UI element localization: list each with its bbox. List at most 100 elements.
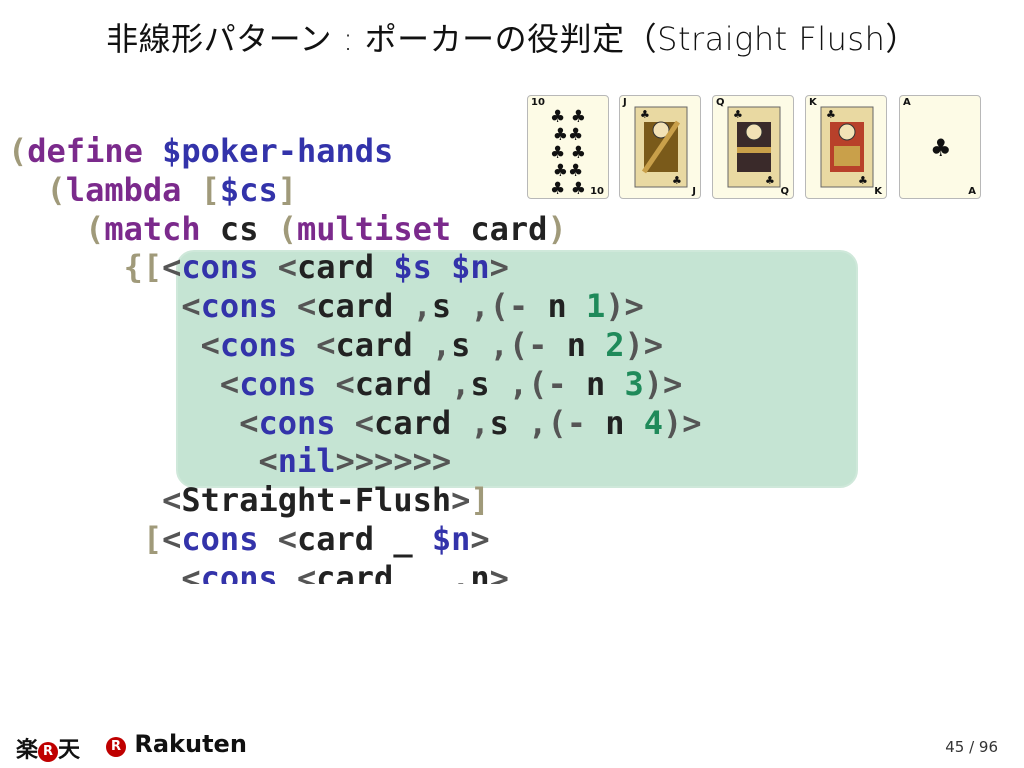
code-token [8,559,181,584]
code-token: ,(- [470,287,548,326]
svg-text:♣: ♣ [826,108,836,121]
code-token: s [451,326,490,364]
code-token [432,248,451,286]
code-token: card [335,326,432,364]
code-token: < [335,364,355,403]
code-token: card _ [296,520,432,558]
code-token [8,481,162,519]
code-token: multiset [296,209,452,248]
code-line: {[<cons <card $s $n> [8,248,509,286]
card-rank: 10 [590,186,604,197]
code-token: $n [451,248,490,287]
code-token: 4 [643,403,664,442]
code-token [316,365,335,403]
king-face-icon: ♣ ♣ [820,106,874,188]
code-token: ) [547,209,567,248]
code-token: lambda [65,170,182,209]
code-token: ,(- [489,326,567,364]
code-token: > [489,558,509,584]
logo-char: 天 [58,738,81,763]
code-token: < [162,248,182,287]
code-token [8,520,143,558]
code-token: n [470,558,490,584]
code-token: $poker-hands [162,132,394,170]
code-token: card [354,364,452,403]
code-token: n [566,326,606,364]
logo-char: 楽 [16,738,39,763]
code-token: )> [605,287,644,326]
code-token: card [316,287,413,326]
code-token [8,365,220,403]
code-token: $n [431,520,471,558]
code-token: card [296,248,394,287]
logo-text: Rakuten [134,730,247,758]
code-token [8,171,47,209]
code-token: ( [277,209,297,248]
code-line: (lambda [$cs] [8,171,297,209]
code-token: 3 [624,364,644,403]
code-token: $cs [219,170,278,209]
code-token: ,(- [528,403,606,442]
code-token: )> [624,326,664,364]
code-token [8,326,201,364]
code-token: Straight-Flush [181,481,452,520]
jack-face-icon: ♣ ♣ [634,106,688,188]
code-token: > [489,248,509,287]
code-line: (match cs (multiset card) [8,210,567,248]
code-token: card _ [316,558,452,584]
code-token: card [451,209,548,248]
code-token: define [27,132,143,170]
code-token [278,559,297,584]
code-token: >>>>>> [335,442,452,481]
code-token [143,132,162,170]
code-token [258,248,277,286]
card-rank: J [623,97,627,108]
code-token: match [104,209,201,248]
card-ace-of-clubs: A ♣ A [899,95,981,199]
code-token: ,(- [508,364,586,403]
code-token [258,520,277,558]
card-rank: 10 [531,97,545,108]
club-icon: ♣ [930,134,952,162]
card-rank: J [692,186,696,197]
svg-text:♣: ♣ [640,108,650,121]
code-token: ( [46,170,66,209]
code-token: , [431,326,452,364]
code-token: < [258,442,278,481]
code-line: <Straight-Flush>] [8,481,490,519]
code-token: s [489,403,529,442]
code-token: s [431,287,471,326]
code-token: $s [393,248,432,287]
code-token: n [605,403,644,442]
code-token: cons [181,520,259,558]
page-number: 45 / 96 [945,738,998,756]
code-token [8,248,124,286]
code-token: cons [239,364,317,403]
card-rank: Q [780,186,789,197]
code-token: 1 [585,287,606,326]
code-token: n [547,287,586,326]
code-line: <cons <card ,s ,(- n 2)> [8,326,663,364]
code-token: < [181,558,201,584]
code-line: (define $poker-hands [8,132,393,170]
code-line: [<cons <card _ $n> [8,520,490,558]
code-token: , [470,403,490,442]
svg-text:♣: ♣ [858,174,868,187]
code-token: cons [200,558,278,584]
code-token [297,326,316,364]
rakuten-r-icon: R [38,742,59,762]
code-token: < [181,287,201,326]
slide-title: 非線形パターン : ポーカーの役判定（Straight Flush） [106,20,918,58]
code-token [336,404,355,442]
code-token: < [316,326,336,364]
code-token: [ [142,520,163,558]
code-token: card [374,403,471,442]
code-token: < [354,403,375,442]
card-rank: A [968,186,976,197]
code-line: <cons <card _ ,n> [8,559,509,584]
code-token [8,210,85,248]
code-token: < [277,520,297,558]
code-token: s [470,364,509,403]
card-ten-of-clubs: 10 ♣ ♣♣♣♣ ♣♣♣♣ ♣ 10 [527,95,609,199]
